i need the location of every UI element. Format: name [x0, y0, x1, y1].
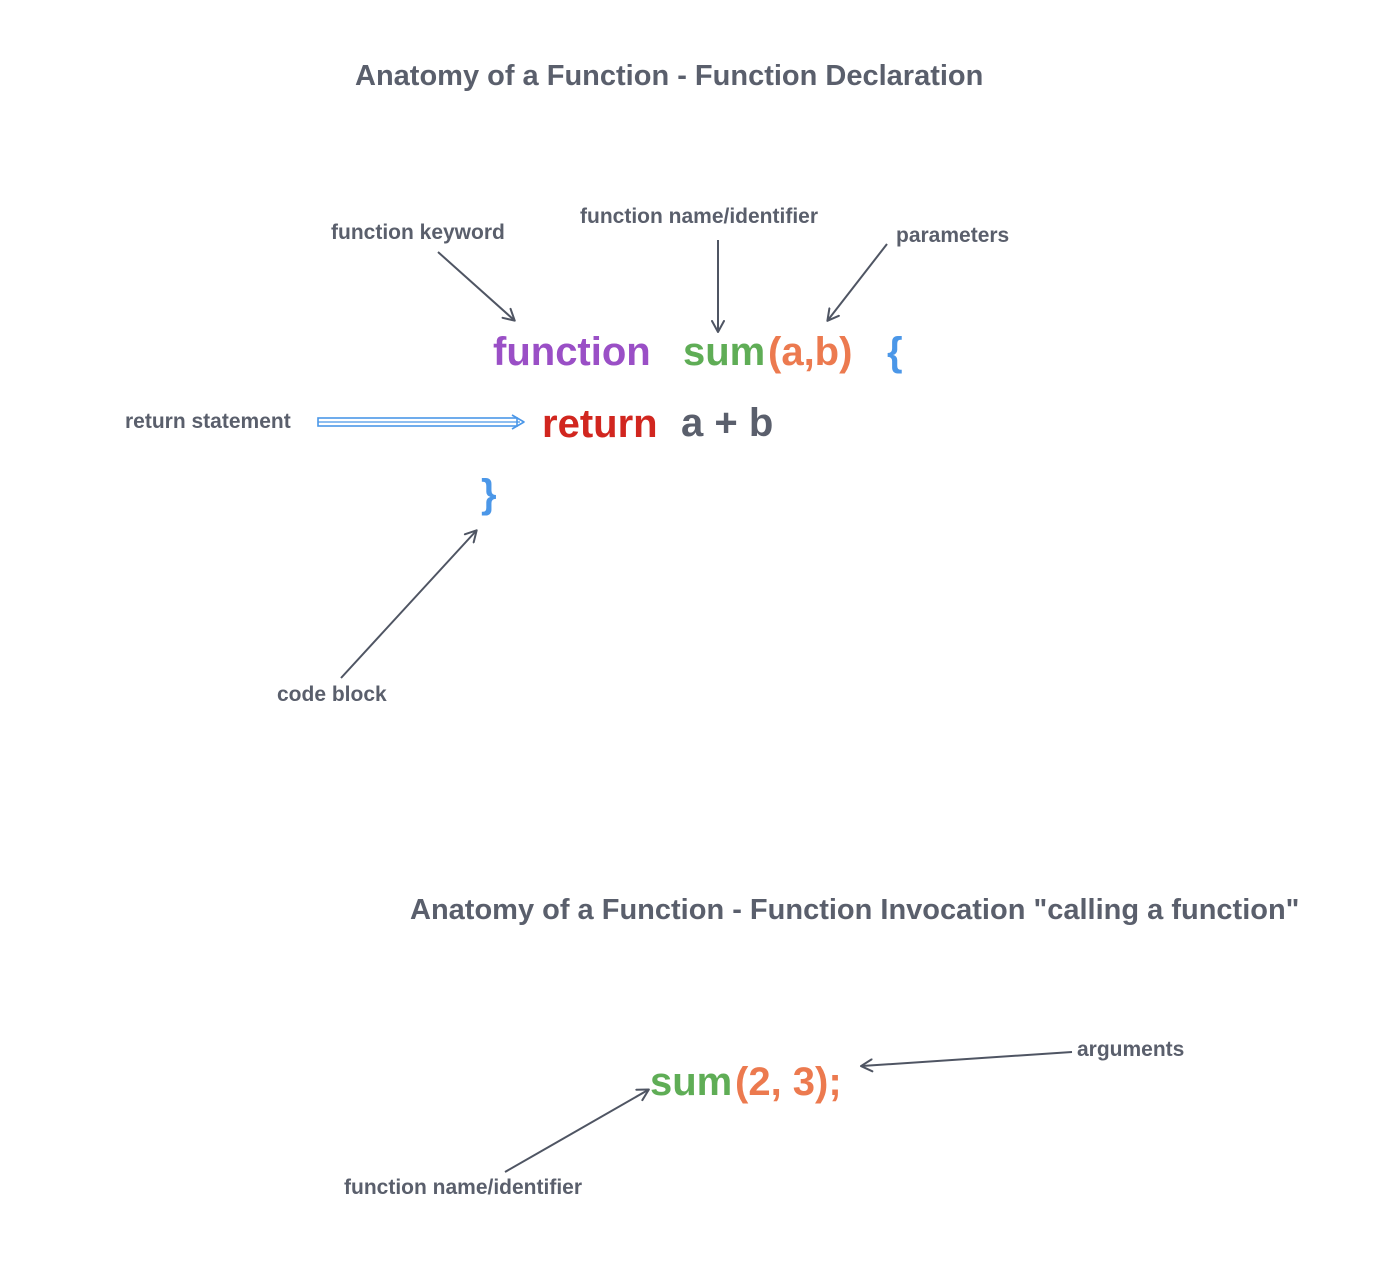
- label-invocation-function-name: function name/identifier: [344, 1176, 583, 1199]
- code-close-brace: }: [481, 472, 497, 516]
- code-invocation-name: sum: [650, 1060, 733, 1104]
- arrow-invocation-function-name: [504, 1088, 650, 1173]
- label-parameters: parameters: [896, 224, 1010, 247]
- code-return-expression: a + b: [681, 401, 774, 445]
- arrow-arguments: [860, 1051, 1073, 1073]
- arrow-parameters: [826, 243, 888, 322]
- code-function-keyword: function: [493, 330, 651, 374]
- label-code-block: code block: [277, 683, 387, 706]
- code-invocation-arguments: (2, 3);: [735, 1060, 842, 1104]
- label-arguments: arguments: [1077, 1038, 1185, 1061]
- label-return-statement: return statement: [125, 410, 291, 433]
- code-parameters: (a,b): [768, 330, 853, 374]
- declaration-title: Anatomy of a Function - Function Declara…: [355, 60, 984, 92]
- arrow-function-keyword: [437, 251, 516, 322]
- code-function-name: sum: [683, 330, 766, 374]
- code-return-keyword: return: [542, 402, 658, 446]
- code-open-brace: {: [887, 330, 903, 374]
- invocation-title: Anatomy of a Function - Function Invocat…: [410, 894, 1300, 926]
- label-function-name: function name/identifier: [580, 205, 819, 228]
- label-function-keyword: function keyword: [331, 221, 505, 244]
- arrow-code-block: [340, 529, 478, 679]
- arrow-return-statement: [317, 414, 525, 430]
